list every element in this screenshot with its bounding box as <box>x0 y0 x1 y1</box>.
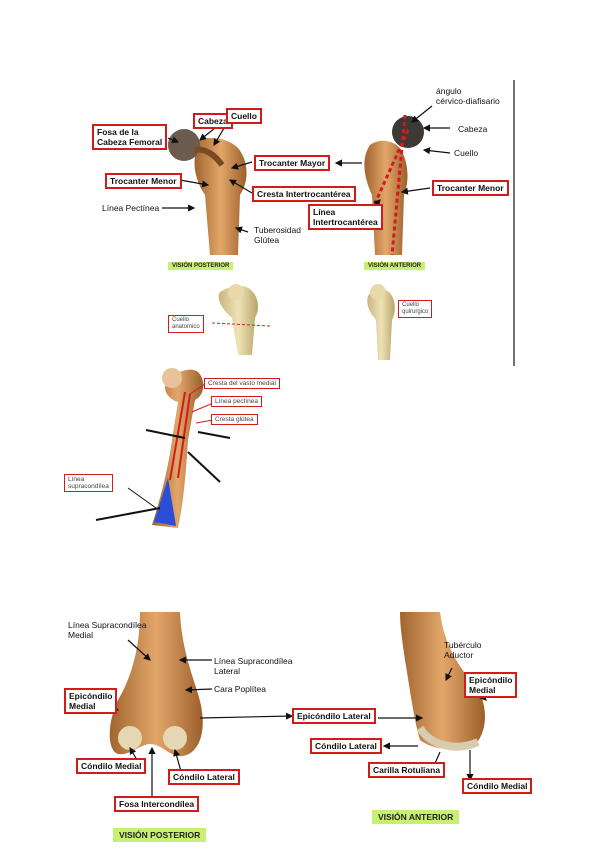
label-cuello-posterior: Cuello <box>226 108 262 124</box>
whole-femur <box>95 368 231 528</box>
small-femur-right <box>367 284 395 360</box>
label-linea-pectinea-middle: Línea pectínea <box>211 396 263 407</box>
label-linea-pectinea: Línea Pectínea <box>102 203 160 213</box>
label-epicondilo-lateral: Epicóndilo Lateral <box>292 708 376 724</box>
caption-vision-anterior-bottom: VISIÓN ANTERIOR <box>372 810 460 824</box>
label-trocanter-menor-anterior: Trocanter Menor <box>432 180 509 196</box>
label-trocanter-mayor: Trocanter Mayor <box>254 155 331 171</box>
label-condilo-lateral-posterior: Cóndilo Lateral <box>168 769 240 785</box>
posterior-proximal-femur <box>168 129 247 255</box>
label-fosa-intercondilea: Fosa Intercondílea <box>114 796 200 812</box>
label-linea-intertrocanterea: Línea Intertrocantérea <box>308 204 383 230</box>
label-cuello-anatomico: Cuello anatomico <box>168 315 204 333</box>
distal-femur-posterior <box>109 612 203 757</box>
label-epicondilo-medial-posterior: Epicóndilo Medial <box>64 688 118 714</box>
label-tuberculo-aductor: Tubérculo Aductor <box>444 640 482 660</box>
label-fosa-cabeza-femoral: Fosa de la Cabeza Femoral <box>92 124 168 150</box>
small-femur-left <box>211 284 271 355</box>
label-cara-poplitea: Cara Poplítea <box>214 684 266 694</box>
label-epicondilo-medial-anterior: Epicóndilo Medial <box>464 672 518 698</box>
label-angulo-cervico-diafisario: ángulo cérvico-diafisario <box>436 86 500 106</box>
label-carilla-rotuliana: Carilla Rotuliana <box>368 762 446 778</box>
label-cresta-glutea: Cresta glútea <box>211 414 258 425</box>
label-condilo-medial-anterior: Cóndilo Medial <box>462 778 533 794</box>
caption-vision-anterior-top: VISIÓN ANTERIOR <box>364 262 426 270</box>
label-linea-supracondilea-lateral: Línea Supracondílea Lateral <box>214 656 293 676</box>
caption-vision-posterior-top: VISIÓN POSTERIOR <box>168 262 234 270</box>
label-tuberosidad-glutea: Tuberosidad Glútea <box>254 225 301 245</box>
label-cuello-quirurgico: Cuello quirurgico <box>398 300 433 318</box>
label-cresta-vasto-medial: Cresta del vasto medial <box>204 378 280 389</box>
label-cabeza-anterior: Cabeza <box>458 124 488 134</box>
label-condilo-medial-posterior: Cóndilo Medial <box>76 758 147 774</box>
label-cuello-anterior: Cuello <box>454 148 479 158</box>
label-trocanter-menor-posterior: Trocanter Menor <box>105 173 182 189</box>
label-linea-supracondilea: Línea supracondílea <box>64 474 113 492</box>
label-condilo-lateral-anterior: Cóndilo Lateral <box>310 738 382 754</box>
label-linea-supracondilea-medial: Línea Supracondílea Medial <box>68 620 147 640</box>
caption-vision-posterior-bottom: VISIÓN POSTERIOR <box>113 828 207 842</box>
anterior-proximal-femur <box>364 114 424 256</box>
label-cresta-intertrocanterea: Cresta Intertrocantérea <box>252 186 356 202</box>
